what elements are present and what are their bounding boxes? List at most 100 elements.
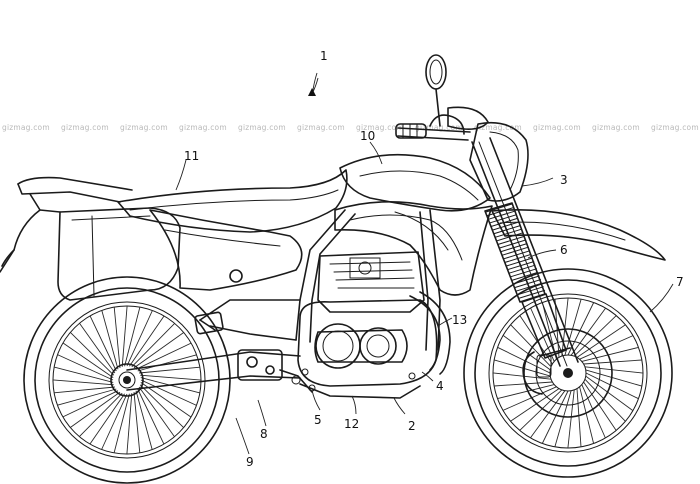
wheel-spoke xyxy=(573,315,617,357)
wheel-spoke xyxy=(135,390,153,450)
fork-boot-rib xyxy=(503,250,531,260)
watermark-text: gizmag.com xyxy=(120,123,168,132)
ref-label-6: 6 xyxy=(560,243,568,257)
fork-boot-rib xyxy=(495,228,522,238)
wheel-spoke xyxy=(554,299,560,358)
rear-spokes xyxy=(52,305,202,455)
wheel-spoke xyxy=(140,374,202,381)
wheel-spoke xyxy=(79,392,123,437)
wheel-spoke xyxy=(113,393,130,454)
fork-boot-rib xyxy=(496,232,524,242)
rear-rack xyxy=(0,176,133,273)
wheel-spoke xyxy=(139,384,184,428)
wheel-spoke xyxy=(494,381,553,387)
fork-boot-rib xyxy=(508,264,536,274)
front-fender xyxy=(491,209,666,261)
wheel-spoke xyxy=(62,342,114,378)
watermark-text: gizmag.com xyxy=(238,123,286,132)
fork-boot-rib xyxy=(497,235,525,245)
fork-boot-rib xyxy=(516,286,544,296)
fork-boot-rib xyxy=(500,243,528,253)
wheel-spoke xyxy=(583,381,617,431)
watermark-text: gizmag.com xyxy=(592,123,640,132)
wheel-spoke xyxy=(584,378,626,422)
wheel-spoke xyxy=(510,388,560,422)
ref-label-12: 12 xyxy=(344,417,359,431)
wheel-spoke xyxy=(519,315,553,365)
wheel-spoke xyxy=(124,306,141,367)
wheel-spoke xyxy=(564,299,582,356)
fuel-tank xyxy=(339,153,491,212)
watermark-band: gizmag.com gizmag.com gizmag.com gizmag.com… xyxy=(2,123,699,132)
fork-boot-rib xyxy=(488,210,516,220)
watermark-text: gizmag.com xyxy=(651,123,699,132)
seat xyxy=(117,169,348,233)
wheel-spoke xyxy=(583,359,642,365)
wheel-spoke xyxy=(139,366,200,374)
engine-cover-right xyxy=(359,327,397,365)
ref-label-8: 8 xyxy=(260,427,268,441)
ref-label-1: 1 xyxy=(320,49,328,63)
fork-boot-rib xyxy=(505,257,533,267)
wheel-spoke xyxy=(502,386,557,411)
wheel-spoke xyxy=(137,388,165,445)
wheel-spoke xyxy=(502,335,551,371)
wheel-spoke xyxy=(126,310,153,367)
wheel-spoke xyxy=(585,375,634,411)
radiator-shroud xyxy=(334,201,493,296)
ref-label-7: 7 xyxy=(676,275,684,289)
wheel-spoke xyxy=(53,366,114,383)
wheel-spoke xyxy=(121,305,128,367)
headlight-cowl xyxy=(469,121,529,202)
wheel-spoke xyxy=(497,384,555,400)
wheel-spoke xyxy=(585,369,642,387)
watermark-text: gizmag.com xyxy=(61,123,109,132)
wheel-spoke xyxy=(492,372,552,380)
main-frame xyxy=(194,209,441,351)
wheel-spoke xyxy=(101,310,119,370)
wheel-spoke xyxy=(133,392,141,453)
ref-label-2: 2 xyxy=(408,419,416,433)
wheel-spoke xyxy=(79,323,116,374)
fork-boot-rib xyxy=(512,275,540,285)
fork-boot-rib xyxy=(499,239,527,249)
wheel-spoke xyxy=(541,390,569,444)
reference-labels: 1 2 3 4 5 6 7 8 9 10 11 12 13 xyxy=(184,49,684,469)
watermark-text: gizmag.com xyxy=(474,123,522,132)
ref-label-4: 4 xyxy=(436,379,444,393)
fork-boot-rib xyxy=(490,217,518,227)
engine xyxy=(297,251,451,399)
exhaust-header xyxy=(409,295,441,371)
wheel-spoke xyxy=(135,342,192,370)
ref-label-11: 11 xyxy=(184,149,199,163)
fork-boot-ribs xyxy=(485,203,547,303)
wheel-spoke xyxy=(585,372,639,400)
wheel-spoke xyxy=(576,324,626,358)
wheel-spoke xyxy=(519,389,563,431)
ref-label-10: 10 xyxy=(360,129,375,143)
fork-boot-rib xyxy=(501,246,529,256)
wheel-spoke xyxy=(89,393,125,445)
fork-boot-rib xyxy=(504,253,532,263)
wheel-spoke xyxy=(137,354,197,372)
wheel-spoke xyxy=(584,366,644,374)
watermark-text: gizmag.com xyxy=(415,123,463,132)
wheel-spoke xyxy=(113,307,121,368)
wheel-spoke xyxy=(567,389,575,449)
ref-label-3: 3 xyxy=(560,173,568,187)
wheel-spoke xyxy=(140,379,197,406)
arrow-down-left-icon xyxy=(308,77,319,96)
wheel-spoke xyxy=(497,346,551,374)
wheel-spoke xyxy=(530,390,566,439)
fork-boot-rib xyxy=(518,289,546,299)
watermark-text: gizmag.com xyxy=(2,123,50,132)
fork-boot-rib xyxy=(511,271,539,281)
skid-plate xyxy=(299,383,421,399)
ref-label-13: 13 xyxy=(452,313,467,327)
fork-boot-rib xyxy=(486,207,514,217)
wheel-spoke xyxy=(581,346,639,362)
wheel-spoke xyxy=(62,390,119,418)
rear-wheel xyxy=(23,276,231,484)
wheel-spoke xyxy=(138,386,175,437)
